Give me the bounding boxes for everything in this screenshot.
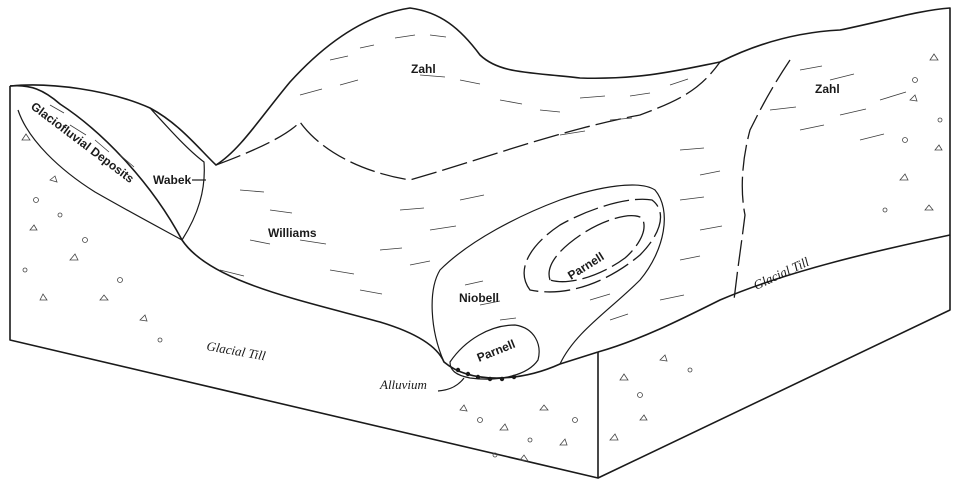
label-glacial-till-front: Glacial Till [205,338,267,363]
label-parnell-lower: Parnell [475,337,517,365]
label-glaciofluvial-deposits: Glaciofluvial Deposits [28,99,137,186]
label-glacial-till-side: Glacial Till [751,254,812,293]
alluvium-leader-line [438,378,464,391]
label-wabek: Wabek [153,173,192,187]
label-niobell: Niobell [459,291,499,305]
side-face-outline [598,40,950,478]
label-alluvium: Alluvium [379,377,427,392]
label-williams: Williams [268,226,317,240]
parnell-upper-outer [524,199,660,292]
parnell-upper-inner [549,216,644,282]
label-zahl-right: Zahl [815,82,840,96]
skyline [10,8,950,165]
niobell-boundary [432,185,664,364]
label-zahl-top: Zahl [411,62,436,76]
